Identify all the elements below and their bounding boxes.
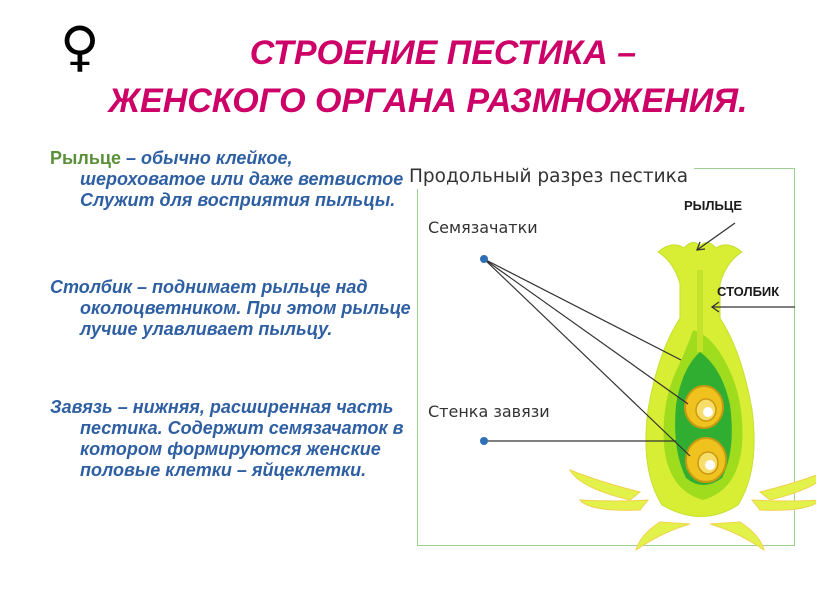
- pointer-lines: [483, 258, 691, 457]
- page-title-line2: ЖЕНСКОГО ОРГАНА РАЗМНОЖЕНИЯ.: [108, 82, 748, 120]
- text-style: – поднимает рыльце над околоцветником. П…: [80, 277, 411, 339]
- term-stigma: Рыльце: [50, 148, 121, 168]
- term-ovary: Завязь: [50, 397, 113, 417]
- text-ovary: – нижняя, расширенная часть пестика. Сод…: [80, 397, 404, 480]
- description-ovary: Завязь – нижняя, расширенная часть пести…: [50, 397, 415, 481]
- style-channel: [697, 270, 703, 352]
- label-ovary-wall: Стенка завязи: [428, 402, 550, 421]
- female-symbol-icon: ♀: [60, 15, 100, 78]
- diagram-title: Продольный разрез пестика: [403, 164, 695, 189]
- description-stigma: Рыльце – обычно клейкое, шероховатое или…: [50, 148, 415, 211]
- ovule-lower: [685, 437, 727, 483]
- label-stigma: РЫЛЬЦЕ: [684, 198, 743, 213]
- text-stigma: – обычно клейкое, шероховатое или даже в…: [80, 148, 409, 210]
- label-style: СТОЛБИК: [717, 284, 780, 299]
- term-style: Столбик: [50, 277, 132, 297]
- label-arrows: [696, 222, 795, 313]
- page-title-line1: СТРОЕНИЕ ПЕСТИКА –: [249, 34, 637, 72]
- label-ovules: Семязачатки: [428, 218, 538, 237]
- description-style: Столбик – поднимает рыльце над околоцвет…: [50, 277, 415, 340]
- ovule-upper: [684, 385, 724, 429]
- wall-pointer-dot: [480, 437, 488, 445]
- sepals: [568, 469, 816, 552]
- ovules-pointer-dot: [480, 255, 488, 263]
